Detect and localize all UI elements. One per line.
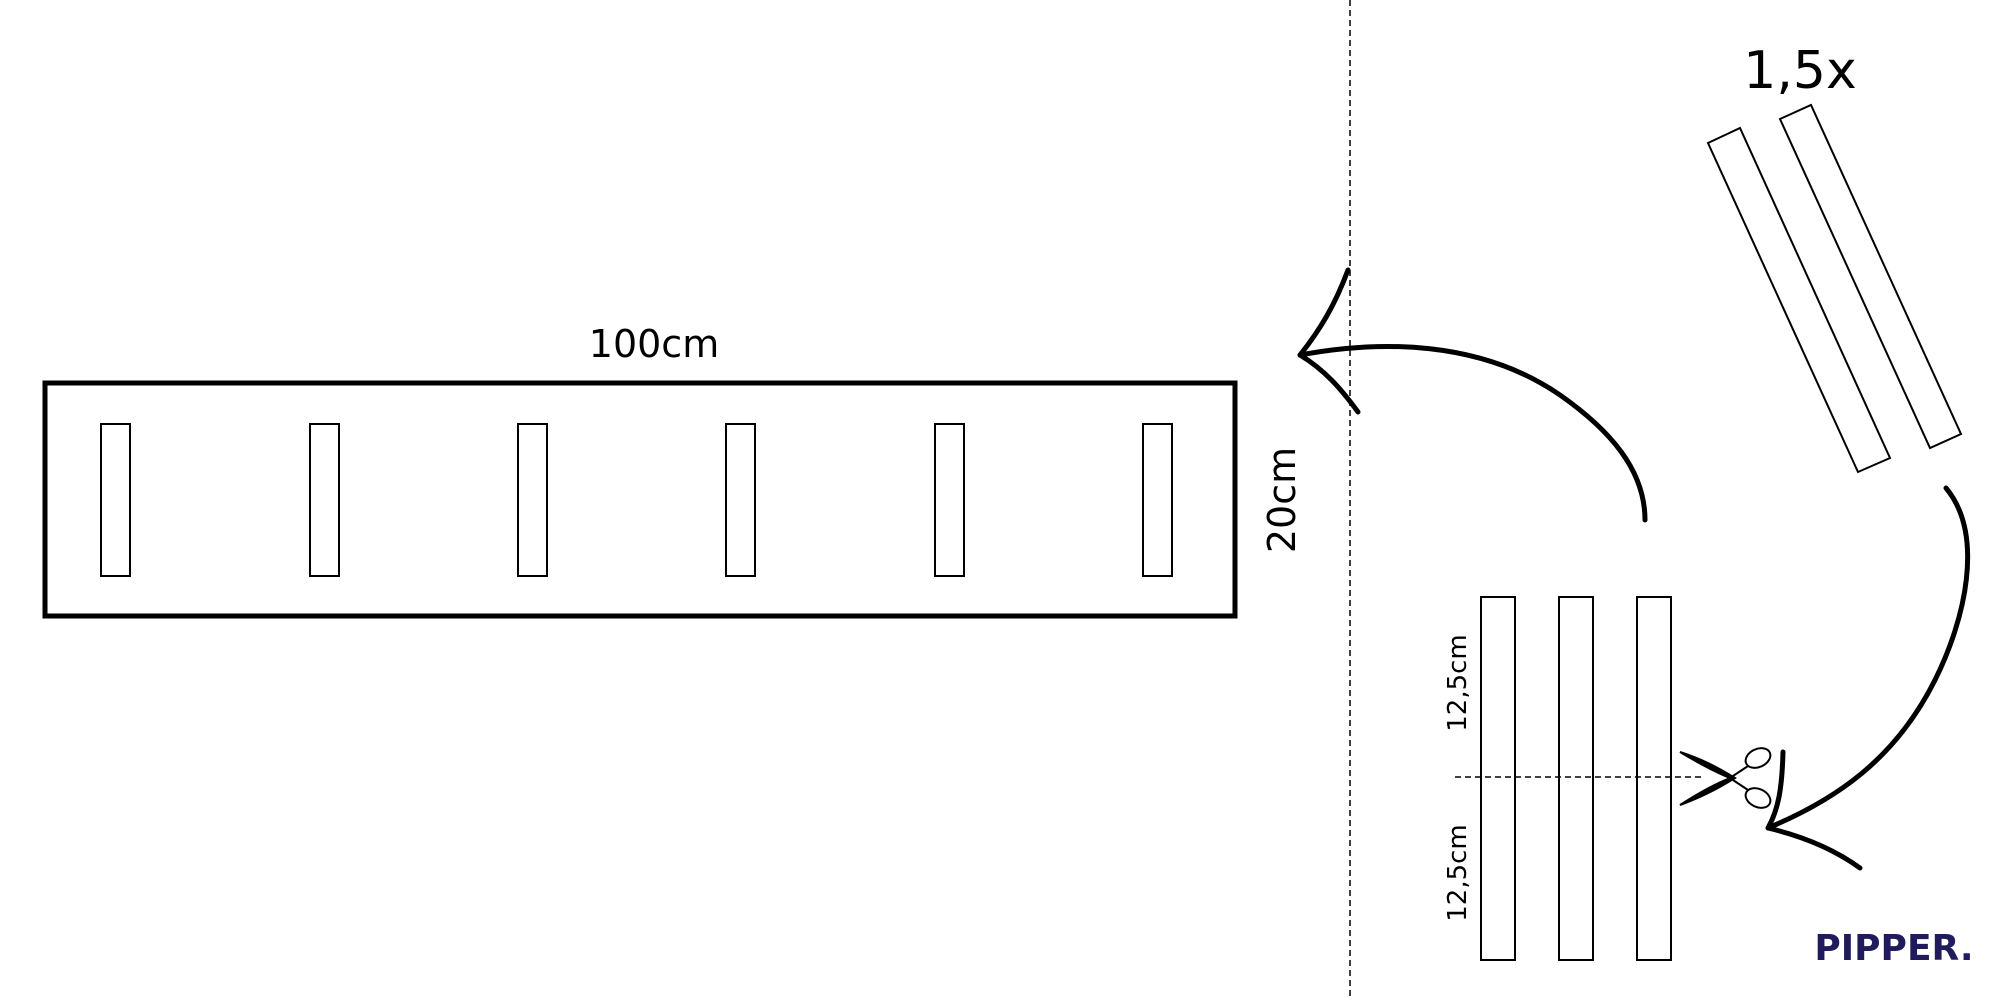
cut-strip <box>1636 596 1672 961</box>
board-slot <box>309 423 340 577</box>
cut-strips <box>1480 596 1672 961</box>
arrow-to-cut <box>1765 485 1971 871</box>
width-label: 100cm <box>589 322 719 366</box>
board-slot <box>517 423 548 577</box>
board-slot <box>725 423 756 577</box>
board-slots <box>100 423 1173 577</box>
cut-strip <box>1558 596 1594 961</box>
board-slot <box>1142 423 1173 577</box>
cut-strip <box>1480 596 1516 961</box>
segment-label-bottom: 12,5cm <box>1443 824 1473 922</box>
board-slot <box>100 423 131 577</box>
tilted-strip <box>1706 126 1892 474</box>
brand-logo: PIPPER. <box>1814 928 1973 969</box>
segment-label-top: 12,5cm <box>1443 634 1473 732</box>
main-board <box>42 380 1238 619</box>
multiplier-label: 1,5x <box>1743 41 1856 101</box>
tilted-strip <box>1778 103 1963 450</box>
height-label: 20cm <box>1260 447 1304 553</box>
board-slot <box>934 423 965 577</box>
tilted-strips <box>1706 103 1963 474</box>
arrow-to-board <box>1297 267 1648 523</box>
scissors-icon <box>1679 747 1772 809</box>
